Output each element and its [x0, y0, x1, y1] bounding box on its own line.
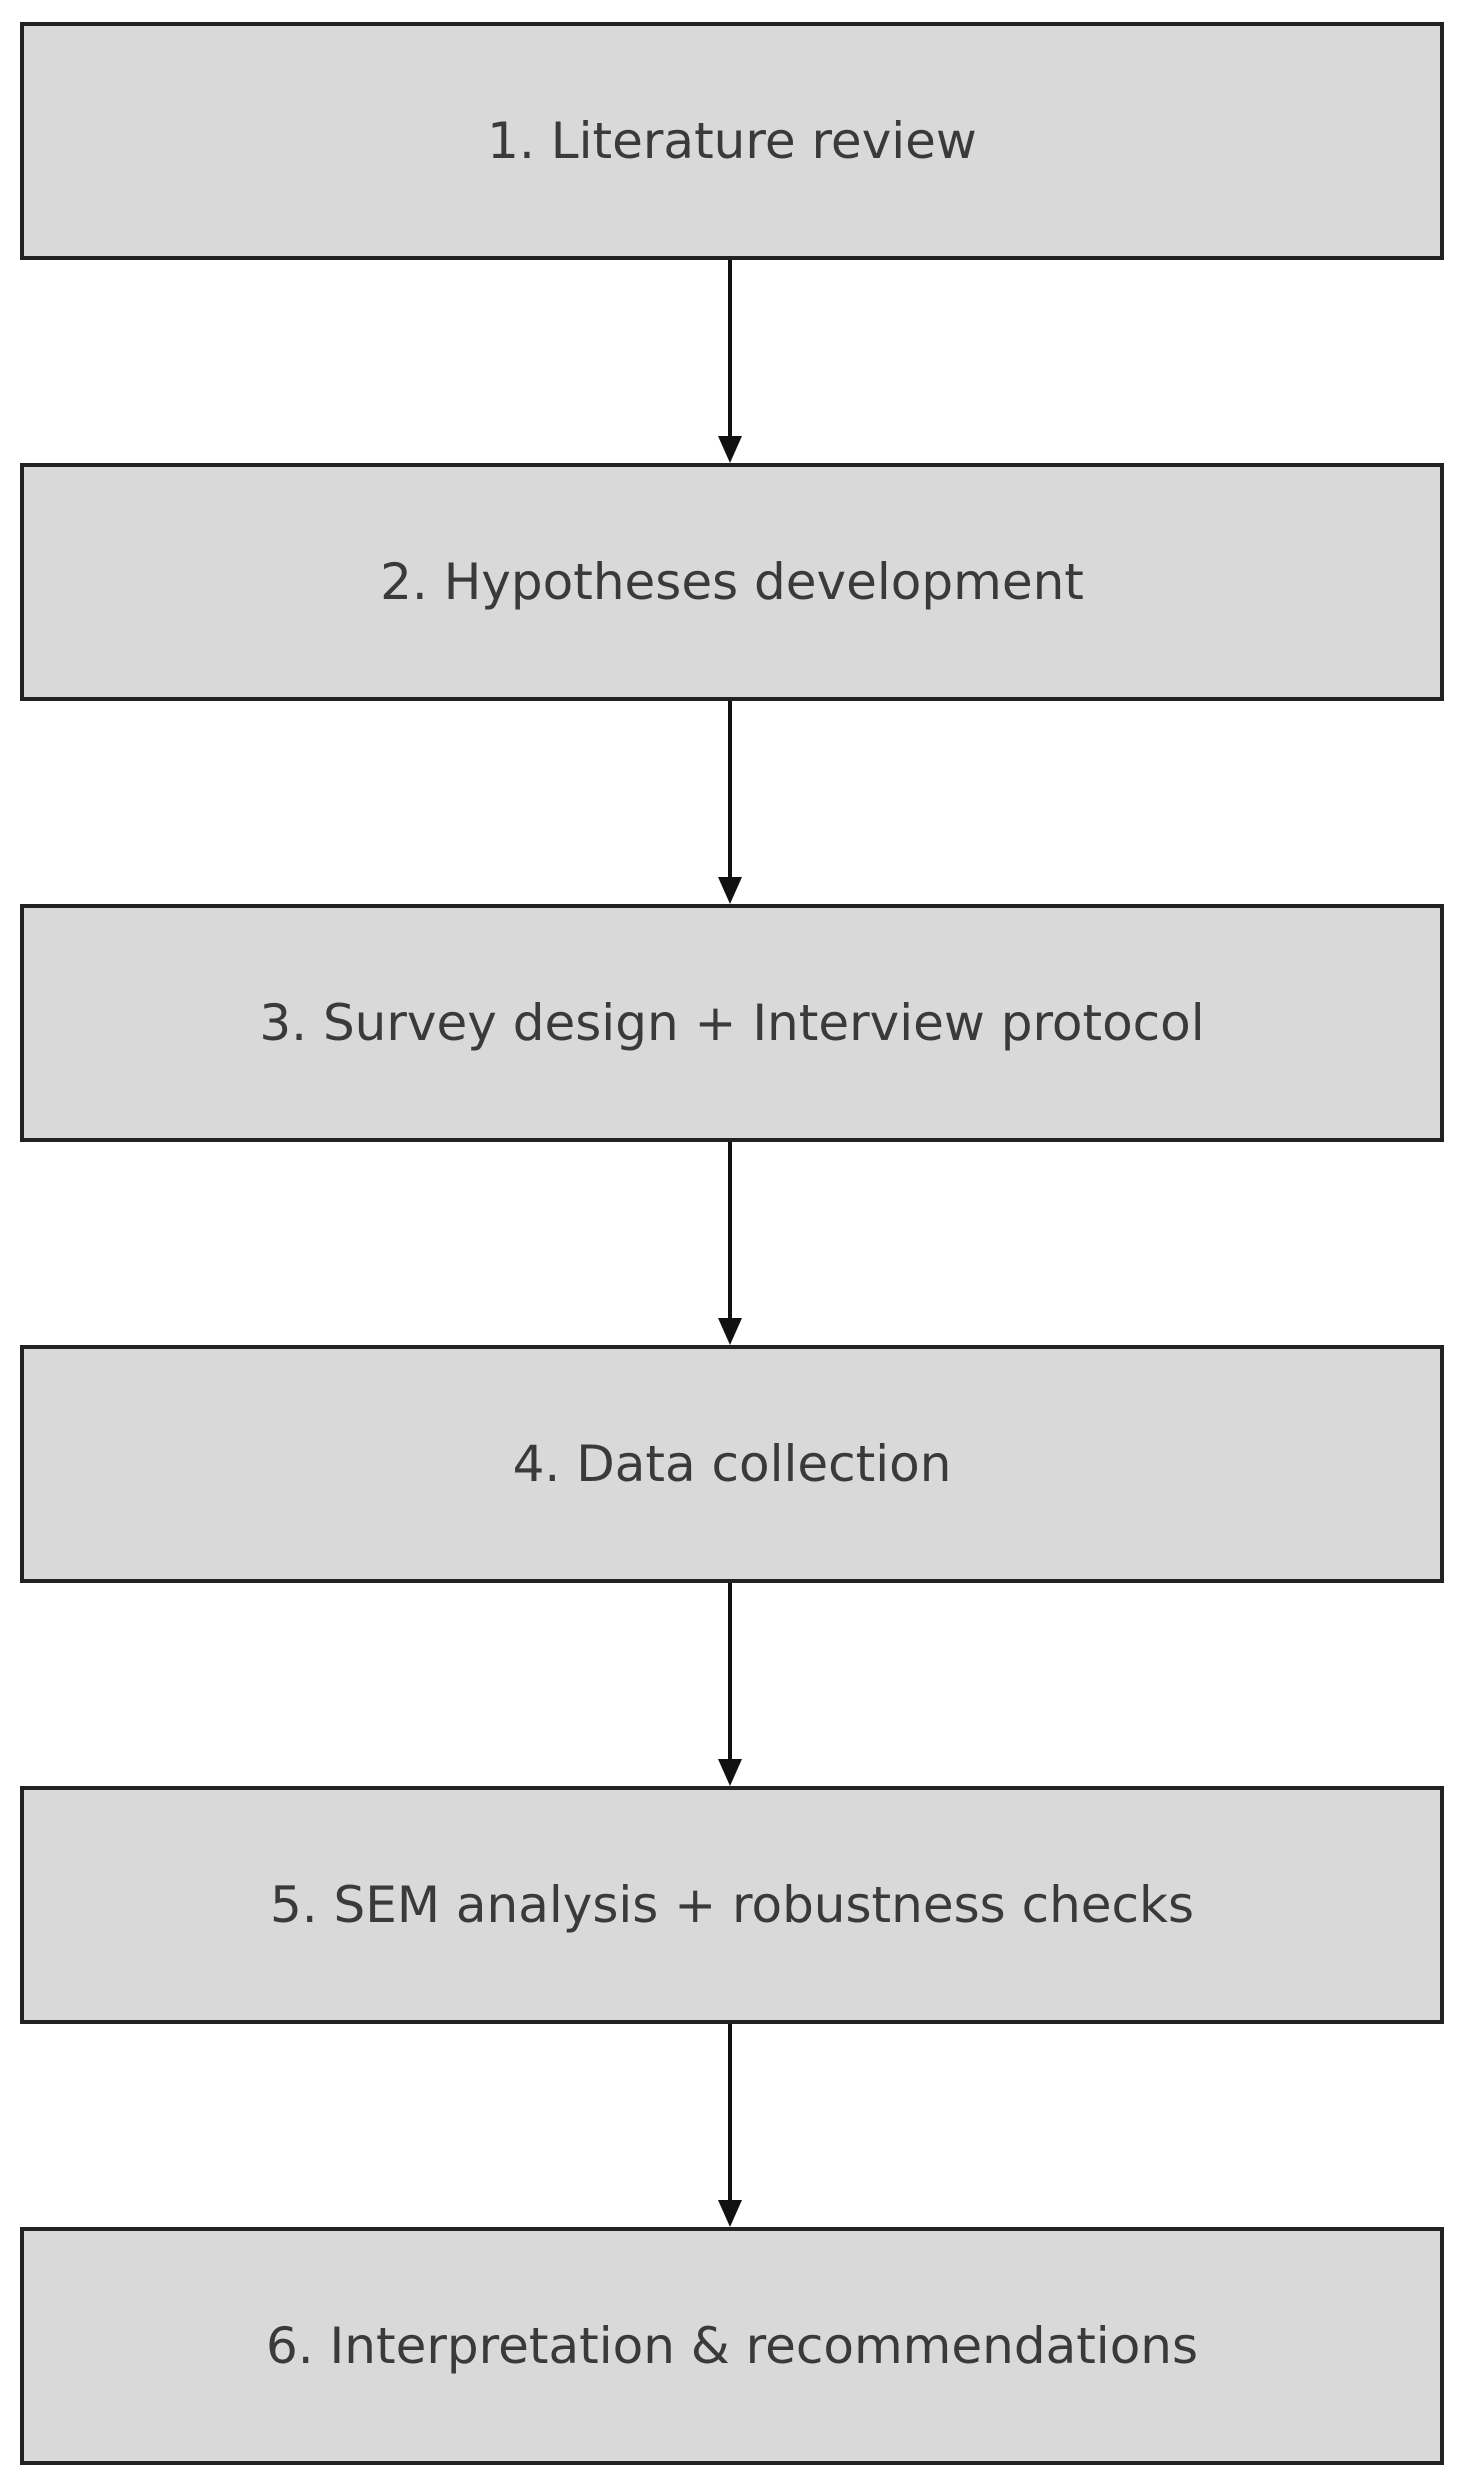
down-arrow-icon — [718, 1142, 742, 1345]
down-arrow-icon — [718, 1583, 742, 1786]
step-label: 3. Survey design + Interview protocol — [259, 994, 1205, 1052]
step-label: 2. Hypotheses development — [380, 553, 1084, 611]
down-arrow-icon — [718, 260, 742, 463]
step-label: 4. Data collection — [512, 1435, 952, 1493]
down-arrow-icon — [718, 701, 742, 904]
step-label: 1. Literature review — [487, 112, 977, 170]
step-box-hypotheses-development: 2. Hypotheses development — [20, 463, 1444, 701]
step-box-data-collection: 4. Data collection — [20, 1345, 1444, 1583]
step-label: 6. Interpretation & recommendations — [265, 2317, 1199, 2375]
step-label: 5. SEM analysis + robustness checks — [269, 1876, 1195, 1934]
step-box-literature-review: 1. Literature review — [20, 22, 1444, 260]
step-box-interpretation: 6. Interpretation & recommendations — [20, 2227, 1444, 2465]
down-arrow-icon — [718, 2024, 742, 2227]
step-box-sem-analysis: 5. SEM analysis + robustness checks — [20, 1786, 1444, 2024]
step-box-survey-design: 3. Survey design + Interview protocol — [20, 904, 1444, 1142]
